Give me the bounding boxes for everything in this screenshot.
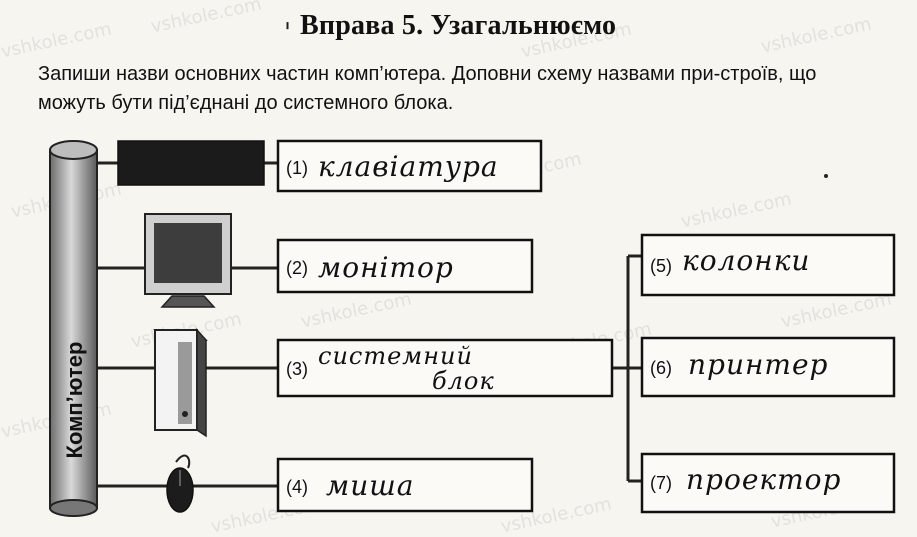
answer-box-3: (3) системний блок bbox=[276, 338, 614, 398]
answer-box-6: (6) принтер bbox=[640, 336, 896, 398]
box-number: (3) bbox=[286, 359, 308, 379]
keyboard-icon bbox=[117, 140, 265, 186]
box-number: (5) bbox=[650, 256, 672, 276]
box-number: (7) bbox=[650, 473, 672, 493]
computer-label: Комп’ютер bbox=[62, 342, 87, 459]
answer-box-2: (2) монітор bbox=[276, 238, 534, 294]
answer-box-1: (1) клавіатура bbox=[276, 139, 543, 193]
answer-box-4: (4) миша bbox=[276, 457, 534, 513]
monitor-icon bbox=[144, 213, 232, 308]
page-title: Вправа 5. Узагальнюємо bbox=[300, 10, 617, 41]
system-unit-icon bbox=[153, 328, 208, 438]
box-answer: принтер bbox=[688, 348, 828, 381]
answer-box-5: (5) колонки bbox=[640, 233, 896, 297]
box-number: (6) bbox=[650, 358, 672, 378]
stray-dot bbox=[824, 174, 828, 178]
box-answer: монітор bbox=[318, 251, 454, 284]
computer-column: Комп’ютер bbox=[49, 140, 98, 517]
box-number: (4) bbox=[286, 477, 308, 497]
box-number: (2) bbox=[286, 258, 308, 278]
box-answer: проектор bbox=[686, 463, 841, 496]
box-answer-line1: системний bbox=[318, 342, 473, 370]
box-number: (1) bbox=[286, 158, 308, 178]
connectors bbox=[97, 161, 642, 488]
box-answer: клавіатура bbox=[318, 150, 499, 183]
box-answer-line2: блок bbox=[432, 367, 495, 395]
instructions-text: Запиши назви основних частин комп’ютера.… bbox=[38, 63, 817, 114]
answer-box-7: (7) проектор bbox=[640, 452, 896, 514]
mouse-icon bbox=[166, 454, 194, 513]
box-answer: миша bbox=[326, 469, 414, 502]
box-answer: колонки bbox=[682, 244, 810, 277]
